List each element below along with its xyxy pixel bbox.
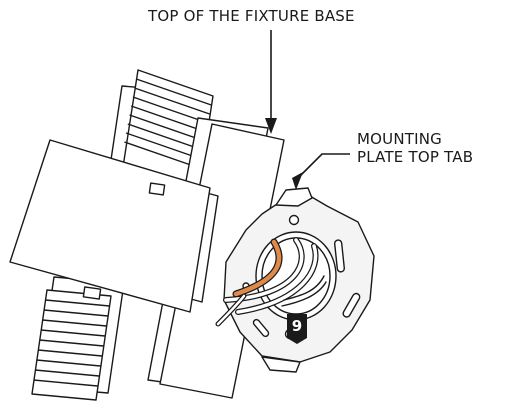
label-mounting-line-2: PLATE TOP TAB [357, 148, 474, 166]
wires [215, 237, 327, 327]
lower-heatsink [31, 289, 112, 401]
label-top-of-fixture-base: TOP OF THE FIXTURE BASE [148, 7, 355, 25]
fixture-assembly [9, 69, 285, 401]
label-mounting-line-1: MOUNTING [357, 130, 442, 148]
fixture-base-leader [265, 30, 277, 134]
step-number-badge: 9 [287, 314, 307, 344]
fixture-body [9, 139, 211, 313]
label-mounting-plate-top-tab: MOUNTING PLATE TOP TAB [357, 130, 473, 166]
mounting-tab-leader [292, 153, 350, 190]
